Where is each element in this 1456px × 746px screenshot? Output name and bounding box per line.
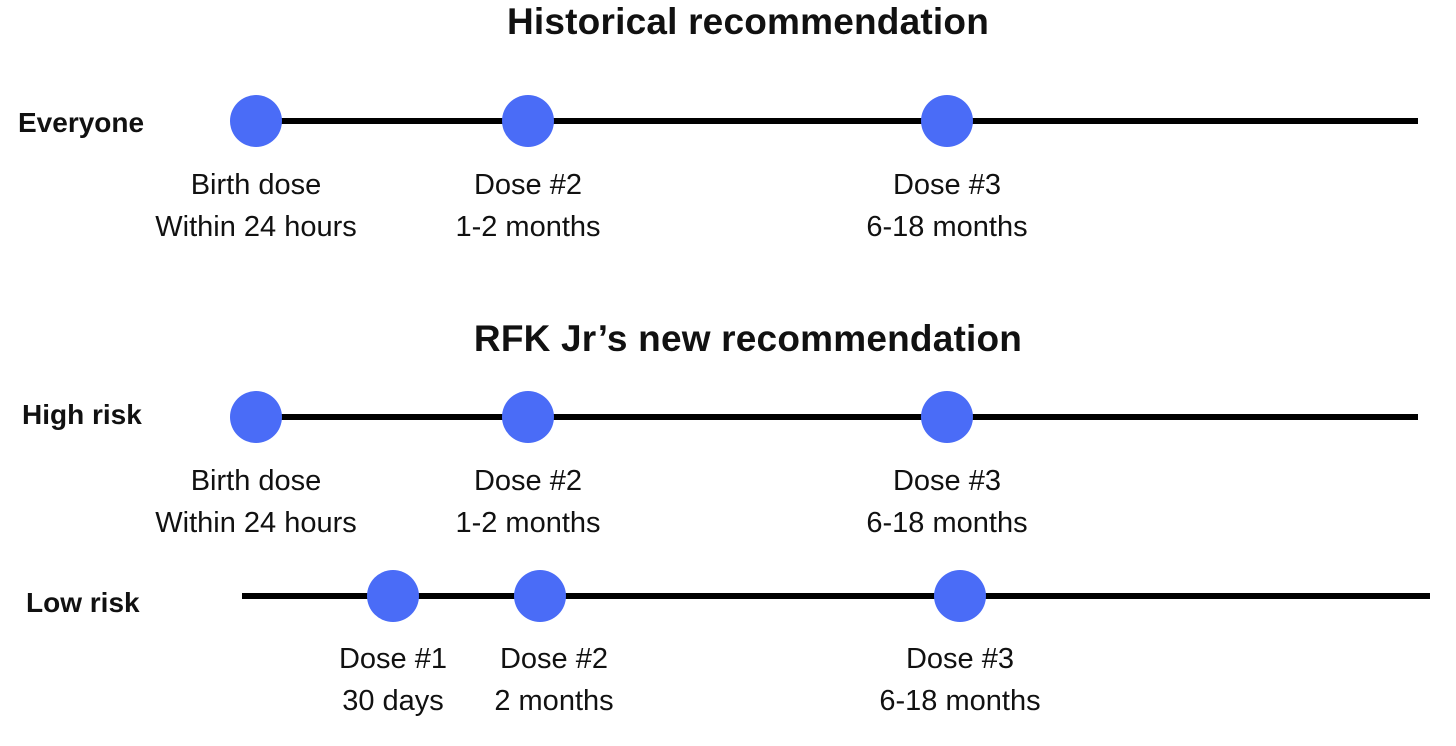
dose-name: Dose #2 [499, 643, 608, 675]
dose-timing: 6-18 months [879, 685, 1041, 717]
row-label-high-risk: High risk [22, 399, 142, 430]
dose-caption-high-risk-1: Birth dose Within 24 hours [126, 460, 386, 544]
dose-timing: Within 24 hours [155, 507, 357, 539]
dose-name: Dose #3 [892, 465, 1001, 497]
dose-marker-everyone-1 [230, 95, 282, 147]
dose-caption-high-risk-3: Dose #3 6-18 months [817, 460, 1077, 544]
dose-timing: Within 24 hours [155, 211, 357, 243]
dose-caption-everyone-3: Dose #3 6-18 months [817, 164, 1077, 248]
dose-timing: 2 months [494, 685, 614, 717]
dose-caption-low-risk-2: Dose #2 2 months [424, 638, 684, 722]
dose-marker-low-risk-3 [934, 570, 986, 622]
dose-caption-everyone-2: Dose #2 1-2 months [398, 164, 658, 248]
dose-name: Dose #2 [473, 465, 582, 497]
dose-name: Dose #2 [473, 169, 582, 201]
dose-marker-high-risk-2 [502, 391, 554, 443]
dose-name: Birth dose [190, 169, 322, 201]
dose-marker-everyone-2 [502, 95, 554, 147]
dose-marker-high-risk-3 [921, 391, 973, 443]
dose-name: Dose #1 [338, 643, 447, 675]
timeline-high-risk [256, 414, 1418, 420]
row-label-low-risk: Low risk [26, 587, 140, 618]
timeline-low-risk [242, 593, 1430, 599]
dose-name: Dose #3 [892, 169, 1001, 201]
row-label-everyone: Everyone [18, 107, 145, 138]
dose-marker-low-risk-2 [514, 570, 566, 622]
dose-caption-low-risk-1: Dose #1 30 days [263, 638, 523, 722]
dose-timing: 1-2 months [455, 507, 601, 539]
dose-timing: 6-18 months [866, 211, 1028, 243]
timeline-everyone [256, 118, 1418, 124]
historical-section-title: Historical recommendation [506, 1, 989, 42]
dose-timing: 1-2 months [455, 211, 601, 243]
dose-timing: 30 days [342, 685, 444, 717]
dose-timing: 6-18 months [866, 507, 1028, 539]
dose-caption-everyone-1: Birth dose Within 24 hours [126, 164, 386, 248]
dose-marker-low-risk-1 [367, 570, 419, 622]
dose-marker-high-risk-1 [230, 391, 282, 443]
new-section-title: RFK Jr’s new recommendation [473, 318, 1023, 359]
dose-name: Dose #3 [905, 643, 1014, 675]
dose-caption-low-risk-3: Dose #3 6-18 months [830, 638, 1090, 722]
dose-marker-everyone-3 [921, 95, 973, 147]
dose-caption-high-risk-2: Dose #2 1-2 months [398, 460, 658, 544]
dose-name: Birth dose [190, 465, 322, 497]
